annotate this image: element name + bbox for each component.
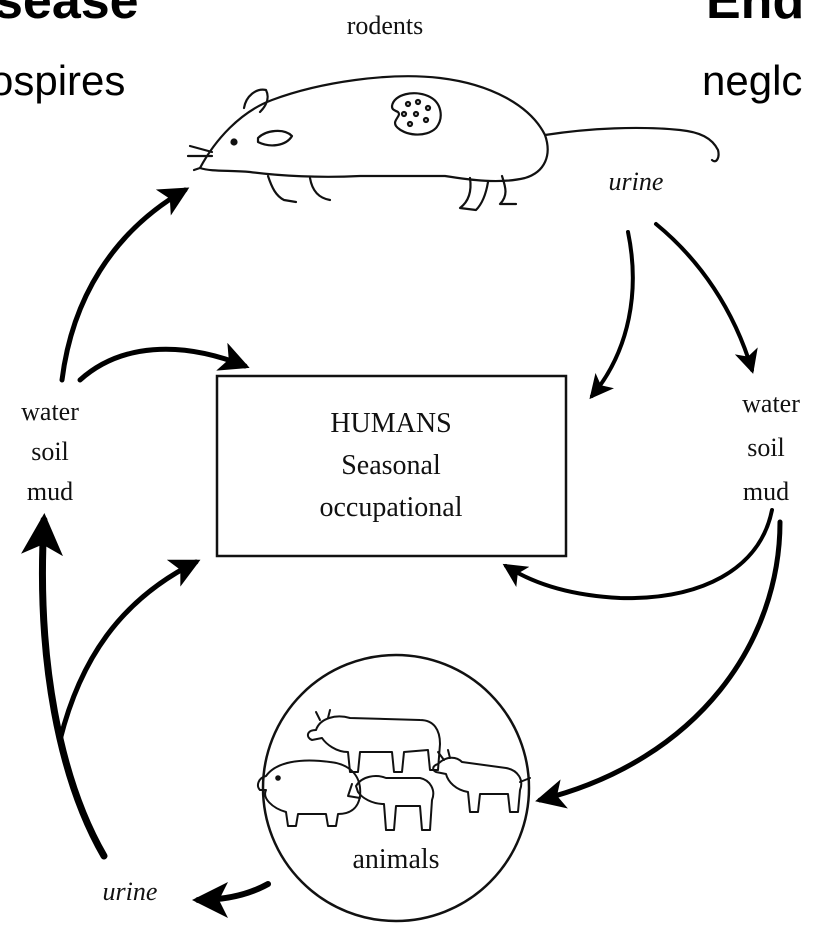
rodents-label: rodents [347,11,424,40]
humans-occupational: occupational [319,492,462,523]
slide-subheading-left: ospires [0,57,125,104]
right-reservoir-water: water [742,389,800,418]
humans-seasonal: Seasonal [341,450,441,481]
arrow-urine-to-humans [592,232,633,396]
animals-label: animals [352,844,439,875]
urine-top-label: urine [609,167,664,196]
arrow-animals-to-urine [198,884,268,900]
right-reservoir-soil: soil [747,433,785,462]
humans-title: HUMANS [330,408,451,439]
left-reservoir-soil: soil [31,437,69,466]
arrow-urine-to-humans-lower [60,562,196,740]
arrow-urine-to-right-reservoir [656,224,752,370]
animals-circle [263,655,529,921]
slide-heading-right: End [706,0,804,30]
slide-subheading-right: neglc [702,57,802,104]
right-reservoir-mud: mud [743,477,789,506]
right-reservoir-label: water soil mud [742,389,800,506]
arrow-urine-to-left-reservoir [42,520,104,856]
left-reservoir-label: water soil mud [21,397,79,506]
urine-bottom-label: urine [103,877,158,906]
arrow-right-reservoir-to-humans [506,510,772,598]
left-reservoir-mud: mud [27,477,73,506]
livestock-illustration [258,710,530,830]
left-reservoir-water: water [21,397,79,426]
transmission-arrows [42,190,780,900]
slide-heading-left: sease [0,0,139,30]
